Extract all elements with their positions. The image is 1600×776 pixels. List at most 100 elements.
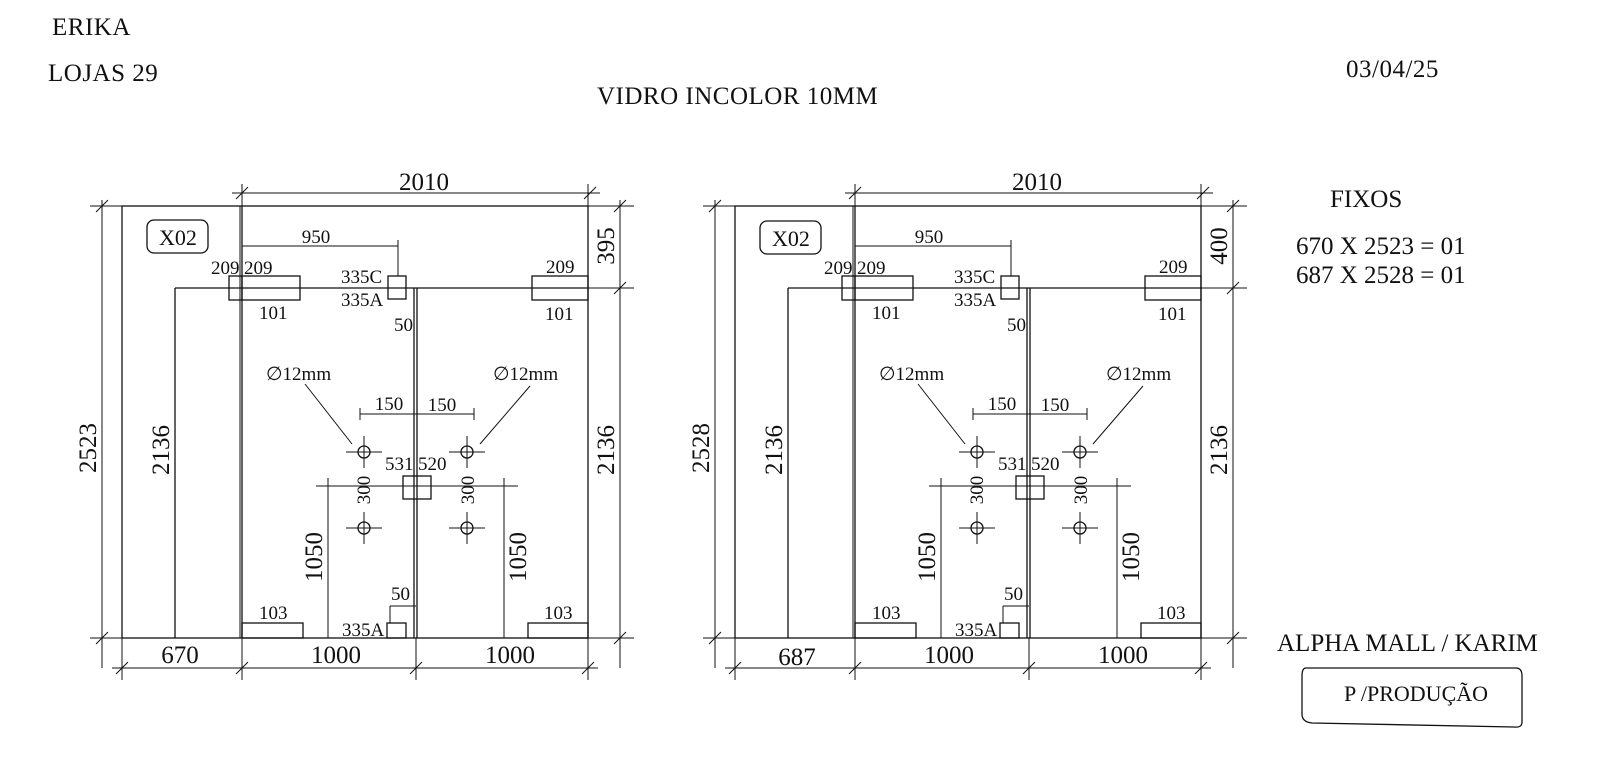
label-101-right: 101 (1158, 304, 1187, 325)
drawing-panel-1: X02 2010 950 2523 395 2136 2136 (75, 169, 634, 680)
fitting-103-right (1140, 622, 1202, 639)
fitting-335c (1000, 275, 1020, 300)
lock-box (402, 475, 432, 500)
dim-hole-right: 150 (428, 395, 457, 416)
dim-1050-left: 1050 (914, 532, 941, 582)
label-103-right: 103 (1157, 603, 1186, 624)
fitting-209-left (841, 275, 914, 301)
label-50-bottom: 50 (1004, 584, 1023, 605)
label-335a-bottom: 335A (342, 620, 385, 641)
label-50-bottom: 50 (391, 584, 410, 605)
hole-marker-right-bottom (449, 512, 485, 544)
dim-fixed-width: 687 (778, 644, 816, 671)
dim-door-width-left: 1000 (311, 642, 361, 669)
outer-frame (121, 205, 589, 639)
fitting-103-left (241, 622, 304, 639)
fitting-335a-bottom (999, 622, 1020, 639)
label-335a-bottom: 335A (955, 620, 998, 641)
label-531: 531 (385, 454, 414, 475)
dim-door-width-right: 1000 (485, 642, 535, 669)
hole-diameter-left: ∅12mm (266, 364, 331, 385)
dim-hole-right: 150 (1041, 395, 1070, 416)
label-103-right: 103 (544, 603, 573, 624)
hole-marker-left-bottom (959, 512, 995, 544)
dim-hole-left: 150 (988, 394, 1017, 415)
dim-total-height: 2528 (688, 423, 715, 473)
fitting-335c (387, 275, 407, 300)
label-101-left: 101 (259, 303, 288, 324)
dim-300-left: 300 (354, 476, 375, 505)
store-number: LOJAS 29 (48, 60, 159, 87)
dim-1050-right: 1050 (505, 532, 532, 582)
fitting-209-left (228, 275, 301, 301)
fixos-list: FIXOS 670 X 2523 = 01 687 X 2528 = 01 (1296, 186, 1466, 289)
dim-door-height: 2136 (1206, 425, 1233, 475)
dim-total-height: 2523 (75, 423, 102, 473)
label-335c: 335C (954, 267, 995, 288)
label-209-c: 209 (546, 257, 575, 278)
label-335c: 335C (341, 267, 382, 288)
hole-marker-right-bottom (1062, 512, 1098, 544)
label-209-a: 209 (824, 258, 853, 279)
dim-fixed-height: 2136 (148, 425, 175, 475)
label-101-right: 101 (545, 304, 574, 325)
hole-marker-right-top (1062, 436, 1098, 468)
glass-material: VIDRO INCOLOR 10MM (597, 83, 879, 110)
dim-950: 950 (915, 227, 944, 248)
dim-transom-height: 395 (593, 227, 620, 265)
project-name: ALPHA MALL / KARIM (1277, 630, 1538, 657)
fitting-335a-bottom (386, 622, 407, 639)
label-50-top: 50 (394, 315, 413, 336)
label-103-left: 103 (872, 603, 901, 624)
production-stamp-box (1301, 667, 1523, 728)
dim-fixed-width: 670 (161, 642, 199, 669)
dim-950: 950 (302, 227, 331, 248)
panel-tag: X02 (772, 226, 810, 251)
label-531: 531 (998, 454, 1027, 475)
label-335a-top: 335A (954, 290, 997, 311)
lock-box (1015, 475, 1045, 500)
label-209-a: 209 (211, 258, 240, 279)
label-209-b: 209 (857, 258, 886, 279)
hole-diameter-left: ∅12mm (879, 364, 944, 385)
label-209-c: 209 (1159, 257, 1188, 278)
dim-door-width-left: 1000 (924, 642, 974, 669)
dim-1050-right: 1050 (1118, 532, 1145, 582)
hole-marker-left-top (346, 436, 382, 468)
label-103-left: 103 (259, 603, 288, 624)
label-520: 520 (418, 454, 447, 475)
dim-top-width: 2010 (1012, 169, 1062, 196)
dim-300-right: 300 (1071, 476, 1092, 505)
panel-tag-box (146, 219, 209, 254)
label-101-left: 101 (872, 303, 901, 324)
hole-diameter-right: ∅12mm (493, 364, 558, 385)
drawing-date: 03/04/25 (1346, 56, 1439, 83)
dim-transom-height: 400 (1206, 227, 1233, 265)
dim-hole-left: 150 (375, 394, 404, 415)
label-50-top: 50 (1007, 315, 1026, 336)
label-209-b: 209 (244, 258, 273, 279)
panel-tag: X02 (159, 225, 197, 250)
fixos-item-2: 687 X 2528 = 01 (1296, 262, 1466, 289)
panel-tag-box (759, 220, 822, 255)
production-stamp: P /PRODUÇÃO (1344, 681, 1488, 706)
dim-door-height: 2136 (593, 425, 620, 475)
fitting-103-left (854, 622, 917, 639)
dim-fixed-height: 2136 (761, 425, 788, 475)
hole-marker-left-bottom (346, 512, 382, 544)
label-335a-top: 335A (341, 290, 384, 311)
dim-top-width: 2010 (399, 169, 449, 196)
hole-marker-right-top (449, 436, 485, 468)
fitting-103-right (527, 622, 589, 639)
dim-300-right: 300 (458, 476, 479, 505)
dim-300-left: 300 (967, 476, 988, 505)
dim-1050-left: 1050 (301, 532, 328, 582)
outer-frame (734, 205, 1202, 639)
label-520: 520 (1031, 454, 1060, 475)
drawing-panel-2: X02 2010 950 2528 400 2136 2136 (688, 169, 1247, 680)
hole-diameter-right: ∅12mm (1106, 364, 1171, 385)
dim-door-width-right: 1000 (1098, 642, 1148, 669)
client-name: ERIKA (52, 14, 131, 41)
hole-marker-left-top (959, 436, 995, 468)
